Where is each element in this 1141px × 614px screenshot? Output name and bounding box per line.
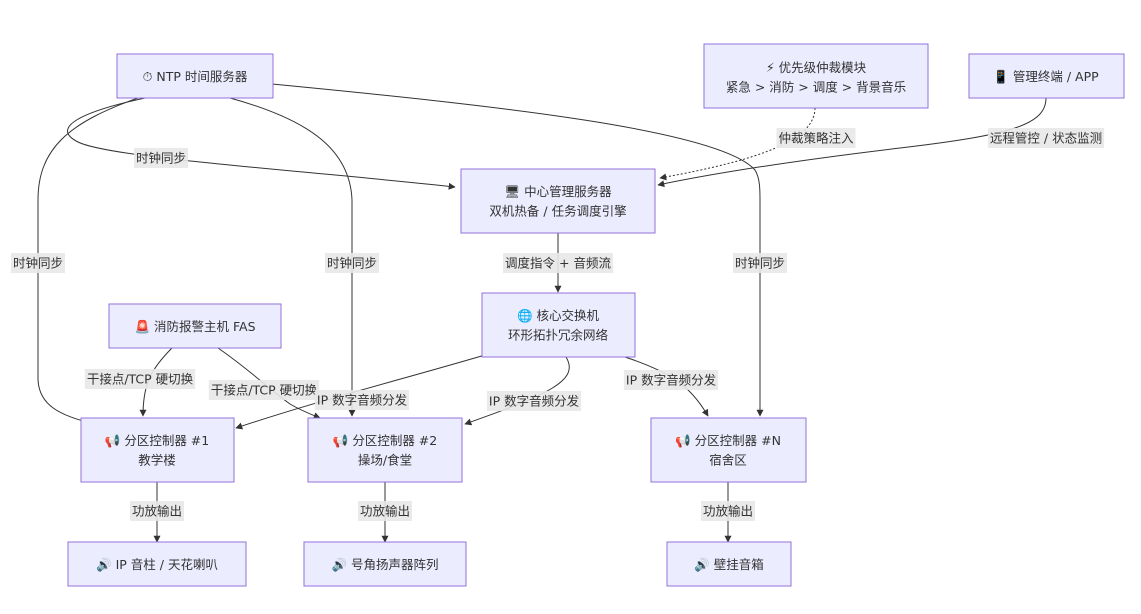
edge-label-terminal-server: 远程管控 / 状态监测: [987, 128, 1105, 148]
edge-ntp-zone1: [37, 97, 139, 427]
svg-text:📢分区控制器 #N: 📢 分区控制器 #N: [675, 433, 781, 449]
edge-label-fas-zone2: 干接点/TCP 硬切换: [208, 380, 320, 400]
node-management-terminal[interactable]: 📱 管理终端 / APP: [968, 53, 1125, 99]
edge-switch-zone2: [464, 356, 570, 426]
edge-label-zone1-spk1: 功放输出: [129, 501, 185, 521]
node-zone-controller-n[interactable]: 📢 分区控制器 #N 宿舍区: [650, 417, 807, 483]
svg-text:⚡优先级仲裁模块: ⚡ 优先级仲裁模块: [766, 60, 867, 75]
svg-text:🔊IP 音柱 / 天花喇叭: 🔊 IP 音柱 / 天花喇叭: [96, 557, 218, 573]
lightning-icon: ⚡: [766, 60, 775, 75]
megaphone-icon: 📢: [675, 433, 691, 449]
svg-text:🖥中心管理服务器: 🖥 中心管理服务器: [504, 184, 612, 199]
edge-ntp-server: [67, 97, 456, 190]
node-label: 壁挂音箱: [714, 557, 764, 572]
edge-labels: 时钟同步 时钟同步 时钟同步 时钟同步 仲裁策略注入 远程管控 / 状态监测 调…: [10, 128, 1105, 521]
node-speaker-ip-column[interactable]: 🔊 IP 音柱 / 天花喇叭: [67, 541, 247, 587]
edge-ntp-zoneN: [271, 83, 764, 417]
svg-text:IP 数字音频分发: IP 数字音频分发: [626, 373, 717, 388]
edge-label-ntp-server: 时钟同步: [133, 148, 189, 168]
edge-label-fas-zone1: 干接点/TCP 硬切换: [84, 369, 196, 389]
speaker-icon: 🔊: [694, 557, 710, 573]
globe-icon: 🌐: [517, 308, 533, 323]
svg-text:IP 数字音频分发: IP 数字音频分发: [317, 393, 408, 408]
node-zone-controller-2[interactable]: 📢分区控制器 #2 操场/食堂: [307, 417, 463, 483]
mobile-phone-icon: 📱: [993, 69, 1009, 84]
server-icon: 🖥: [504, 184, 520, 199]
edge-label-arbiter-server: 仲裁策略注入: [776, 128, 856, 148]
node-label: 优先级仲裁模块: [779, 60, 867, 75]
node-label: 分区控制器 #N: [695, 433, 781, 448]
node-zone-controller-1[interactable]: 📢分区控制器 #1 教学楼: [80, 417, 235, 483]
speaker-icon: 🔊: [96, 557, 112, 573]
svg-text:📢分区控制器 #2: 📢分区控制器 #2: [333, 433, 437, 449]
node-sublabel: 环形拓扑冗余网络: [508, 328, 609, 343]
svg-text:调度指令 + 音频流: 调度指令 + 音频流: [505, 256, 611, 271]
svg-text:🔊号角扬声器阵列: 🔊 号角扬声器阵列: [331, 557, 438, 573]
svg-text:功放输出: 功放输出: [132, 504, 182, 519]
node-label: 中心管理服务器: [524, 184, 612, 199]
node-ntp-server[interactable]: ⏱NTP 时间服务器: [116, 53, 274, 99]
node-sublabel: 宿舍区: [709, 453, 747, 468]
svg-text:时钟同步: 时钟同步: [735, 256, 785, 271]
node-label: 管理终端 / APP: [1013, 69, 1099, 84]
svg-text:干接点/TCP 硬切换: 干接点/TCP 硬切换: [87, 372, 194, 387]
node-sublabel: 双机热备 / 任务调度引擎: [489, 204, 626, 219]
node-label: 分区控制器 #2: [352, 433, 437, 448]
svg-text:功放输出: 功放输出: [703, 504, 753, 519]
nodes: ⏱NTP 时间服务器 ⚡优先级仲裁模块 紧急 > 消防 > 调度 > 背景音乐 …: [67, 43, 1125, 587]
svg-text:📢分区控制器 #1: 📢分区控制器 #1: [105, 433, 209, 449]
svg-text:📱管理终端 / APP: 📱 管理终端 / APP: [993, 69, 1099, 84]
node-label: 消防报警主机 FAS: [154, 319, 256, 334]
node-label: IP 音柱 / 天花喇叭: [116, 557, 219, 572]
node-central-server[interactable]: 🖥 中心管理服务器 双机热备 / 任务调度引擎: [460, 168, 656, 234]
node-sublabel: 教学楼: [138, 453, 176, 468]
edge-fas-zone2: [217, 347, 321, 419]
node-priority-arbiter[interactable]: ⚡ 优先级仲裁模块 紧急 > 消防 > 调度 > 背景音乐: [703, 43, 929, 109]
edge-label-zoneN-spkN: 功放输出: [700, 501, 756, 521]
edge-label-zone2-spk2: 功放输出: [357, 501, 413, 521]
svg-text:仲裁策略注入: 仲裁策略注入: [778, 131, 854, 146]
node-speaker-wall[interactable]: 🔊 壁挂音箱: [666, 541, 792, 587]
edge-label-ntp-zoneN: 时钟同步: [732, 253, 788, 273]
node-sublabel: 紧急 > 消防 > 调度 > 背景音乐: [726, 80, 906, 95]
megaphone-icon: 📢: [333, 433, 349, 449]
svg-text:时钟同步: 时钟同步: [13, 256, 63, 271]
node-sublabel: 操场/食堂: [358, 453, 412, 468]
edge-label-switch-zone1: IP 数字音频分发: [314, 390, 410, 410]
svg-text:干接点/TCP 硬切换: 干接点/TCP 硬切换: [211, 383, 318, 398]
node-core-switch[interactable]: 🌐 核心交换机 环形拓扑冗余网络: [481, 292, 636, 358]
edge-label-switch-zone2: IP 数字音频分发: [486, 391, 582, 411]
svg-text:时钟同步: 时钟同步: [327, 256, 377, 271]
megaphone-icon: 📢: [105, 433, 121, 449]
node-fire-alarm-host[interactable]: 🚨 消防报警主机 FAS: [108, 303, 282, 349]
edge-label-ntp-zone1: 时钟同步: [10, 253, 66, 273]
siren-icon: 🚨: [134, 319, 150, 334]
edge-label-switch-zoneN: IP 数字音频分发: [623, 370, 719, 390]
node-label: 分区控制器 #1: [124, 433, 209, 448]
edge-terminal-server: [657, 97, 1047, 188]
svg-text:🔊壁挂音箱: 🔊 壁挂音箱: [694, 557, 764, 573]
edge-arbiter-server: [659, 107, 816, 181]
svg-text:功放输出: 功放输出: [360, 504, 410, 519]
svg-text:IP 数字音频分发: IP 数字音频分发: [489, 394, 580, 409]
svg-text:🚨消防报警主机 FAS: 🚨 消防报警主机 FAS: [134, 319, 255, 334]
node-label: 号角扬声器阵列: [351, 557, 439, 572]
svg-text:⏱NTP 时间服务器: ⏱NTP 时间服务器: [143, 69, 248, 84]
edge-label-server-switch: 调度指令 + 音频流: [503, 253, 613, 273]
svg-text:🌐核心交换机: 🌐 核心交换机: [517, 308, 600, 323]
edge-ntp-zone2: [229, 97, 356, 417]
timer-icon: ⏱: [143, 69, 153, 84]
edge-label-ntp-zone2: 时钟同步: [324, 253, 380, 273]
svg-text:时钟同步: 时钟同步: [136, 151, 186, 166]
speaker-icon: 🔊: [331, 557, 347, 573]
node-speaker-horn-array[interactable]: 🔊 号角扬声器阵列: [303, 541, 467, 587]
node-label: 核心交换机: [537, 308, 600, 323]
node-label: NTP 时间服务器: [156, 69, 247, 84]
svg-text:远程管控 / 状态监测: 远程管控 / 状态监测: [990, 131, 1102, 146]
